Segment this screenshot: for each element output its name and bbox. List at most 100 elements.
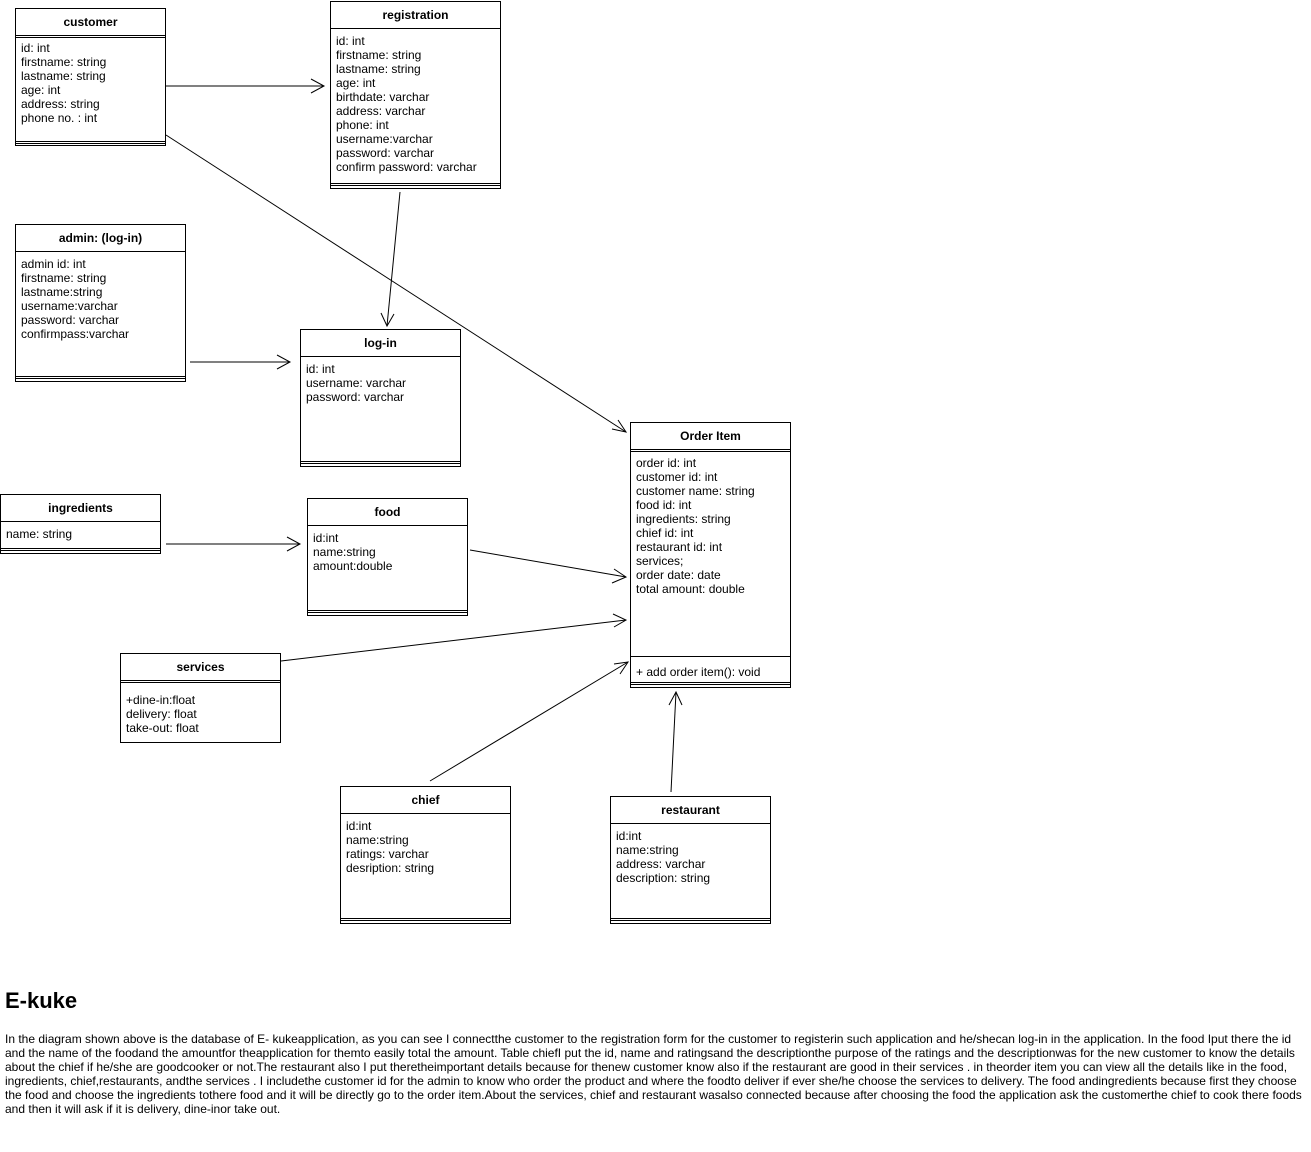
attribute-row: order date: date xyxy=(636,568,721,582)
attribute-row: take-out: float xyxy=(126,721,199,735)
arrowhead xyxy=(286,536,302,552)
attribute-row: amount:double xyxy=(313,559,393,573)
attribute-row: id: int xyxy=(21,41,50,55)
attribute-row: id:int xyxy=(313,531,339,545)
attribute-row: phone: int xyxy=(336,118,389,132)
arrow-food-order-item xyxy=(469,549,627,578)
arrowhead xyxy=(380,312,395,328)
arrowhead xyxy=(613,661,630,675)
class-ingredients[interactable]: ingredients name: string xyxy=(0,494,161,554)
attribute-row: age: int xyxy=(21,83,61,97)
arrowhead xyxy=(310,78,326,94)
compartment-divider xyxy=(301,461,460,464)
attribute-row: order id: int xyxy=(636,456,697,470)
attribute-row: firstname: string xyxy=(21,271,107,285)
attribute-row: description: string xyxy=(616,871,711,885)
class-title: food xyxy=(308,499,467,526)
compartment-divider xyxy=(16,141,165,144)
class-title: restaurant xyxy=(611,797,770,824)
attribute-row: name:string xyxy=(616,843,679,857)
attribute-row: username:varchar xyxy=(21,299,118,313)
attribute-row: password: varchar xyxy=(336,146,435,160)
attribute-row: services; xyxy=(636,554,684,568)
class-title: Order Item xyxy=(631,423,790,450)
attribute-row: desription: string xyxy=(346,861,435,875)
arrowhead xyxy=(611,568,628,584)
attribute-row: delivery: float xyxy=(126,707,197,721)
compartment-divider xyxy=(308,610,467,613)
attribute-row: id:int xyxy=(346,819,372,833)
attribute-row: name: string xyxy=(6,527,73,541)
compartment-divider xyxy=(331,183,500,186)
arrowhead xyxy=(611,419,628,433)
attribute-row: food id: int xyxy=(636,498,692,512)
attribute-row: birthdate: varchar xyxy=(336,90,430,104)
attribute-row: lastname: string xyxy=(21,69,106,83)
attribute-row: lastname:string xyxy=(21,285,103,299)
attribute-row: address: varchar xyxy=(616,857,706,871)
attribute-row: lastname: string xyxy=(336,62,421,76)
attribute-row: firstname: string xyxy=(336,48,422,62)
attribute-row: address: varchar xyxy=(336,104,426,118)
attribute-row: customer name: string xyxy=(636,484,755,498)
attribute-row: id: int xyxy=(336,34,365,48)
compartment-divider xyxy=(341,918,510,921)
arrow-registration-login xyxy=(386,191,401,327)
attribute-row: customer id: int xyxy=(636,470,718,484)
class-title: chief xyxy=(341,787,510,814)
class-title: ingredients xyxy=(1,495,160,522)
attribute-row: name:string xyxy=(346,833,409,847)
compartment-divider xyxy=(16,35,165,38)
attribute-row: id: int xyxy=(306,362,335,376)
arrow-restaurant-order-item xyxy=(670,691,677,793)
attribute-row: password: varchar xyxy=(21,313,120,327)
attribute-list: name: string xyxy=(1,522,160,541)
class-title: services xyxy=(121,654,280,681)
compartment-divider xyxy=(16,376,185,379)
attribute-row: ratings: varchar xyxy=(346,847,429,861)
method-list: + add order item(): void xyxy=(631,656,790,679)
attribute-row: phone no. : int xyxy=(21,111,98,125)
attribute-row: username: varchar xyxy=(306,376,407,390)
arrowhead xyxy=(668,690,683,706)
attribute-row: restaurant id: int xyxy=(636,540,723,554)
attribute-row: admin id: int xyxy=(21,257,86,271)
attribute-row: age: int xyxy=(336,76,376,90)
attribute-row: confirmpass:varchar xyxy=(21,327,130,341)
description-paragraph: In the diagram shown above is the databa… xyxy=(5,1032,1302,1116)
attribute-row: firstname: string xyxy=(21,55,107,69)
page-title: E-kuke xyxy=(5,988,78,1013)
compartment-divider xyxy=(631,449,790,452)
attribute-row: username:varchar xyxy=(336,132,433,146)
attribute-row: name:string xyxy=(313,545,376,559)
arrow-chief-order-item xyxy=(429,661,629,782)
attribute-row: ingredients: string xyxy=(636,512,731,526)
class-title: customer xyxy=(16,9,165,36)
arrowhead xyxy=(276,354,292,370)
arrowhead xyxy=(612,613,628,628)
attribute-row: + add order item(): void xyxy=(636,665,761,679)
attribute-row: confirm password: varchar xyxy=(336,160,477,174)
attribute-row: total amount: double xyxy=(636,582,745,596)
attribute-row: password: varchar xyxy=(306,390,405,404)
arrow-customer-order-item xyxy=(165,134,627,433)
